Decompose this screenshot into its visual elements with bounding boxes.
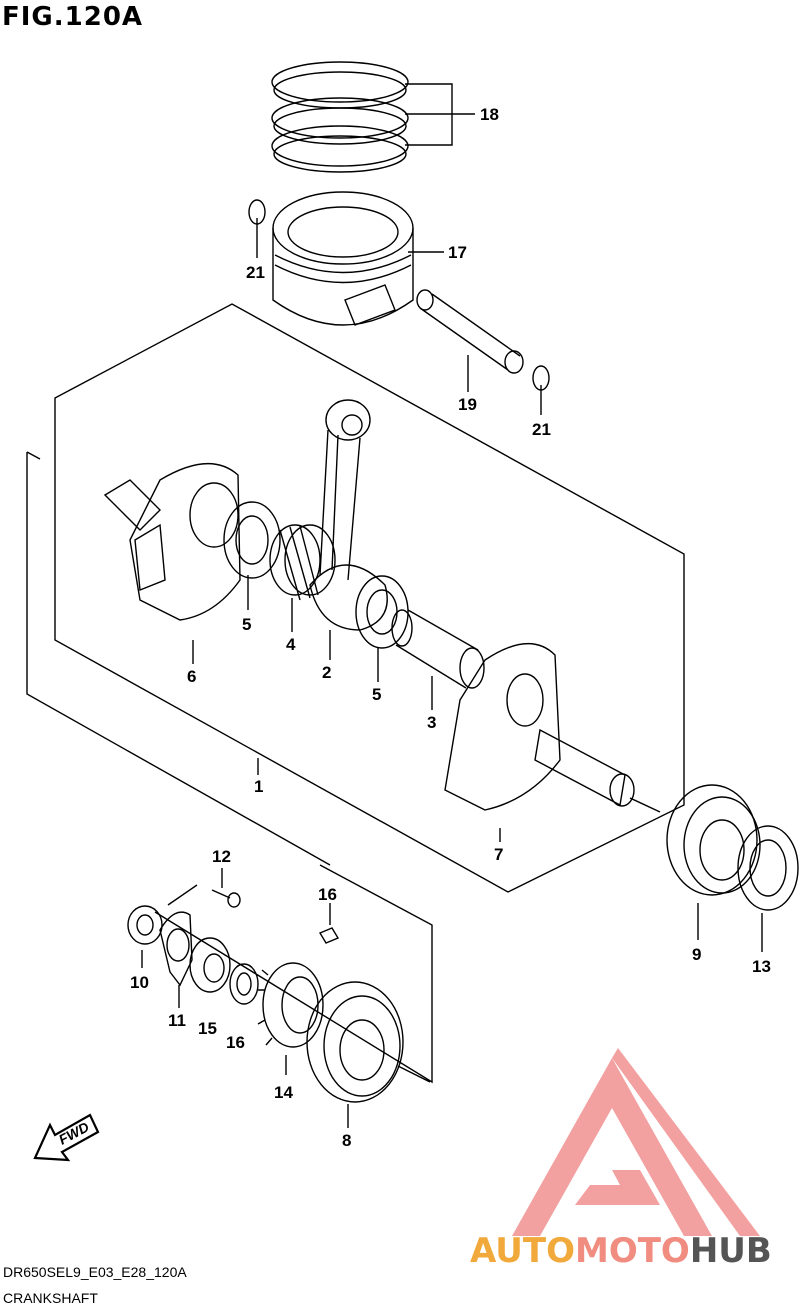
callout-13: 13 — [752, 957, 771, 976]
callout-8: 8 — [342, 1131, 351, 1150]
callout-5-left: 5 — [242, 615, 251, 634]
callout-12: 12 — [212, 847, 231, 866]
callout-11: 11 — [168, 1011, 186, 1030]
watermark-hub: HUB — [690, 1231, 772, 1271]
callout-2: 2 — [322, 663, 331, 682]
callout-15: 15 — [198, 1019, 217, 1038]
figure-title: FIG.120A — [2, 2, 144, 32]
bearing-left — [306, 981, 404, 1103]
retainer-plate — [159, 911, 193, 987]
watermark-moto: MOTO — [575, 1231, 690, 1271]
watermark-auto: AUTO — [470, 1231, 575, 1271]
fwd-label: FWD — [56, 1119, 92, 1148]
thrust-washer-right — [355, 575, 409, 649]
piston — [272, 191, 414, 326]
callout-1: 1 — [254, 777, 263, 796]
nut-15 — [189, 937, 231, 993]
assembly-frame-lower — [154, 864, 433, 1084]
watermark-logo — [512, 1048, 760, 1236]
assembly-frame-left — [26, 451, 331, 866]
figure-code: DR650SEL9_E03_E28_120A — [3, 1264, 187, 1280]
callout-18: 17 — [448, 243, 467, 262]
leader-19 — [405, 83, 475, 146]
callout-4: 4 — [286, 635, 296, 654]
watermark-text: AUTOMOTOHUB — [470, 1231, 772, 1271]
callout-17: 16 — [318, 885, 337, 904]
screw — [211, 889, 231, 899]
oil-seal — [127, 905, 163, 945]
svg-text:AUTOMOTOHUB: AUTOMOTOHUB — [470, 1231, 772, 1271]
bearing-right — [666, 784, 761, 896]
key-17 — [318, 927, 340, 944]
circlip-lower — [532, 365, 550, 391]
circlip-upper — [248, 199, 266, 225]
crank-pin — [391, 609, 485, 689]
washer-16 — [229, 963, 259, 1005]
connecting-rod — [309, 399, 388, 631]
callout-19: 18 — [480, 105, 499, 124]
callout-16: 16 — [226, 1033, 245, 1052]
thrust-washer-left — [223, 501, 281, 579]
fwd-arrow-icon — [33, 1113, 100, 1162]
crankshaft-left — [103, 463, 241, 621]
leader-crank-axis — [629, 797, 661, 813]
crankshaft-right — [444, 643, 635, 811]
callout-5-right: 5 — [372, 685, 381, 704]
callout-7: 7 — [494, 845, 503, 864]
gear-14 — [257, 962, 324, 1048]
needle-bearing — [269, 524, 336, 601]
piston-rings — [271, 61, 409, 173]
callout-21-lower: 21 — [532, 420, 551, 439]
callout-21-upper: 21 — [246, 263, 265, 282]
bearing-nut — [737, 825, 799, 911]
callout-3: 3 — [427, 713, 436, 732]
callout-9: 9 — [692, 945, 701, 964]
assembly-frame — [54, 303, 685, 893]
callout-20: 19 — [458, 395, 477, 414]
callout-14: 14 — [274, 1083, 293, 1102]
figure-name: CRANKSHAFT — [3, 1290, 98, 1306]
callout-6: 6 — [187, 667, 196, 686]
callout-10: 10 — [130, 973, 149, 992]
piston-pin — [416, 289, 524, 374]
